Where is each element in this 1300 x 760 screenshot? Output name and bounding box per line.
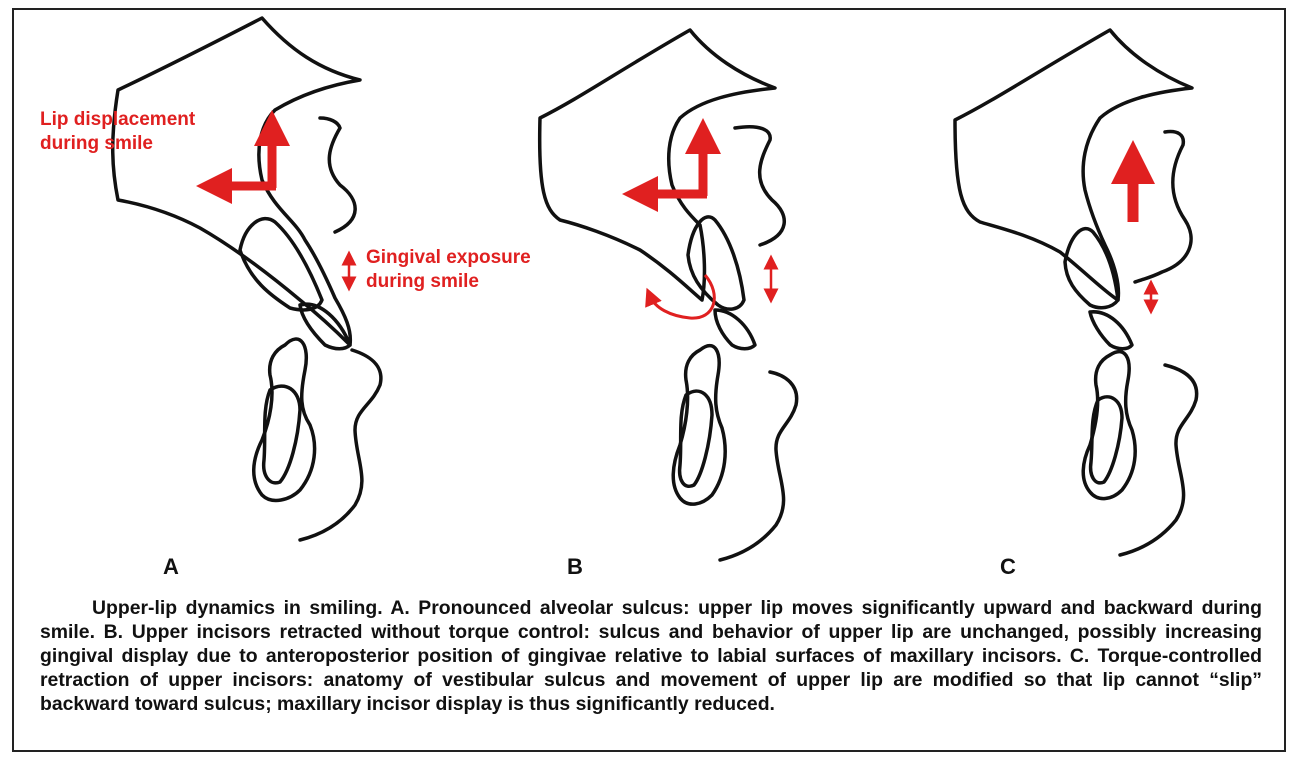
panel-label-c: C [1000,554,1016,580]
panel-c-lower-tooth [1091,397,1122,483]
panel-c-upper-lip [1135,132,1191,282]
gingival-exposure-annotation: Gingival exposure during smile [366,246,531,294]
panel-label-a: A [163,554,179,580]
panel-b-lower-tooth [680,391,712,486]
panel-a-upper-lip [320,118,355,232]
caption-text: Upper-lip dynamics in smiling. A. Pronou… [40,597,1262,715]
panel-c-tracing [955,30,1197,555]
panel-label-b: B [567,554,583,580]
gingival-exposure-line1: Gingival exposure [366,246,531,270]
panel-c-arrows [1133,162,1151,307]
panel-b-maxilla-outline [540,30,775,300]
panel-b-upper-lip [735,127,784,245]
lip-displacement-line2: during smile [40,132,195,156]
panel-b-lower-incisor [715,310,755,349]
panel-c-lower-lip [1120,365,1197,555]
panel-c-maxilla-outline [955,30,1192,300]
gingival-exposure-line2: during smile [366,270,531,294]
panel-b-tracing [540,30,797,560]
panel-b-lower-lip [720,372,797,560]
panel-c-lower-incisor [1090,312,1132,349]
lip-displacement-line1: Lip displacement [40,108,195,132]
panel-a-lower-tooth [264,386,300,483]
panel-a-tracing [113,18,381,540]
panel-a-lower-lip [300,350,381,540]
figure-caption: Upper-lip dynamics in smiling. A. Pronou… [40,596,1262,716]
lip-displacement-annotation: Lip displacement during smile [40,108,195,156]
